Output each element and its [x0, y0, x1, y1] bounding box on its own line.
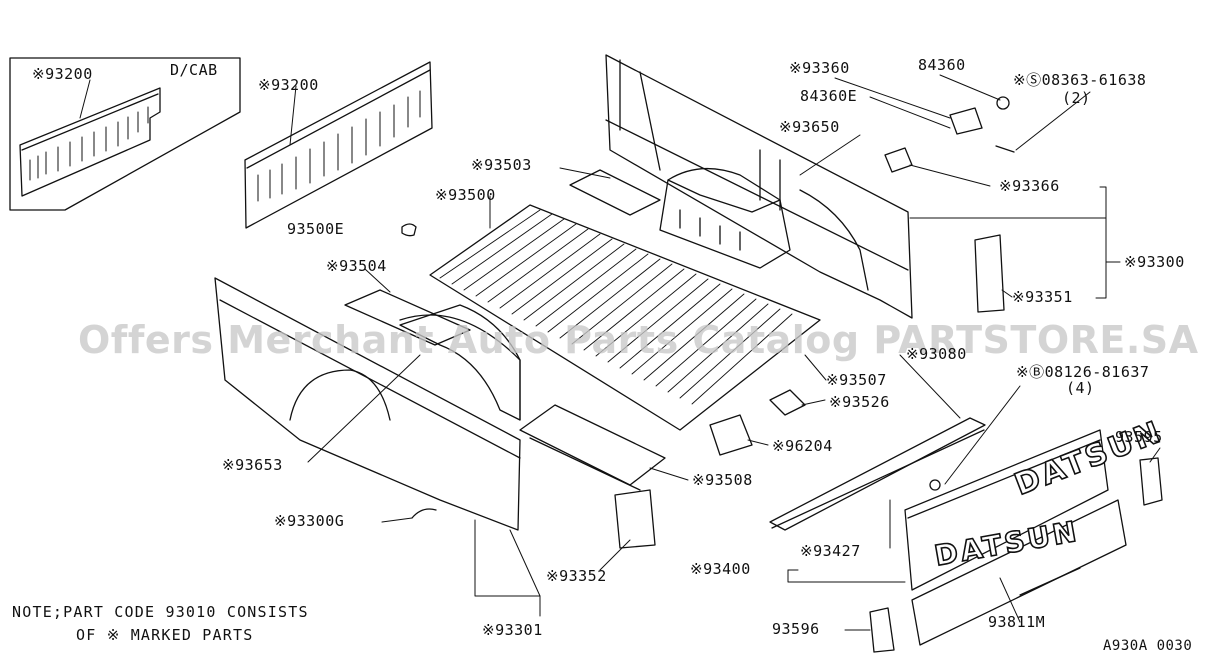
part-label-93526: ※93526	[829, 393, 890, 411]
bolt-84360	[996, 96, 1010, 110]
rail-93503	[569, 169, 661, 216]
part-label-93595: 93595	[1115, 428, 1163, 446]
bracket-93300g	[411, 508, 437, 519]
part-label-93650: ※93650	[779, 118, 840, 136]
hinge-93595	[1139, 457, 1163, 506]
support-93526	[769, 389, 806, 416]
part-label-93500e: 93500E	[287, 220, 345, 238]
part-label-93811m: 93811M	[988, 613, 1046, 631]
note-line-2: OF ※ MARKED PARTS	[76, 626, 254, 644]
part-label-93366: ※93366	[999, 177, 1060, 195]
part-label-93653: ※93653	[222, 456, 283, 474]
bracket-84360	[949, 107, 983, 135]
front-panel	[244, 61, 433, 229]
side-panel-left	[214, 277, 521, 531]
note-line-1: NOTE;PART CODE 93010 CONSISTS	[12, 603, 309, 621]
bracket-96204	[709, 414, 753, 456]
part-label-93200: ※93200	[258, 76, 319, 94]
part-label-93400: ※93400	[690, 560, 751, 578]
part-label-93508: ※93508	[692, 471, 753, 489]
front-panel-dcab	[19, 87, 161, 197]
clip-93500e	[401, 223, 417, 237]
part-label-96204: ※96204	[772, 437, 833, 455]
part-label-08363-61638: ※Ⓢ08363-61638	[1013, 71, 1147, 89]
side-panel-right	[605, 54, 913, 319]
part-label-93427: ※93427	[800, 542, 861, 560]
watermark: Offers Merchant Auto Parts Catalog PARTS…	[78, 318, 1199, 362]
label-dcab: D/CAB	[170, 61, 218, 79]
wheel-housing	[659, 167, 791, 269]
screw-08363	[995, 145, 1015, 153]
part-label-93301: ※93301	[482, 621, 543, 639]
diagram-code: A930A 0030	[1103, 638, 1193, 654]
bolt-08126	[929, 479, 941, 491]
part-label-93500: ※93500	[435, 186, 496, 204]
part-label-93503: ※93503	[471, 156, 532, 174]
bed-floor	[429, 204, 821, 431]
part-label-93200-dcab: ※93200	[32, 65, 93, 83]
part-qty-08126: (4)	[1066, 379, 1095, 397]
clip-93366	[884, 147, 913, 173]
crossmember	[519, 404, 666, 491]
part-label-84360e: 84360E	[800, 87, 858, 105]
part-label-93352: ※93352	[546, 567, 607, 585]
part-qty-08363: (2)	[1062, 89, 1091, 107]
part-label-93360: ※93360	[789, 59, 850, 77]
part-label-93300: ※93300	[1124, 253, 1185, 271]
part-label-93596: 93596	[772, 620, 820, 638]
part-label-93300g: ※93300G	[274, 512, 345, 530]
leader-lines	[79, 74, 1161, 631]
part-label-08126-81637: ※Ⓑ08126-81637	[1016, 363, 1150, 381]
tailgate	[904, 429, 1109, 591]
part-label-93507: ※93507	[826, 371, 887, 389]
part-label-93504: ※93504	[326, 257, 387, 275]
part-label-93351: ※93351	[1012, 288, 1073, 306]
bracket-93352	[614, 489, 656, 549]
hinge-93596	[869, 607, 895, 653]
part-label-93080: ※93080	[906, 345, 967, 363]
rail-93504	[344, 289, 471, 346]
wheel-housing-left	[399, 304, 521, 421]
bracket-93351	[974, 234, 1005, 313]
dcab-inset	[9, 57, 241, 211]
tailgate-finisher	[911, 499, 1127, 646]
rear-sill	[769, 417, 986, 531]
part-label-84360: 84360	[918, 56, 966, 74]
